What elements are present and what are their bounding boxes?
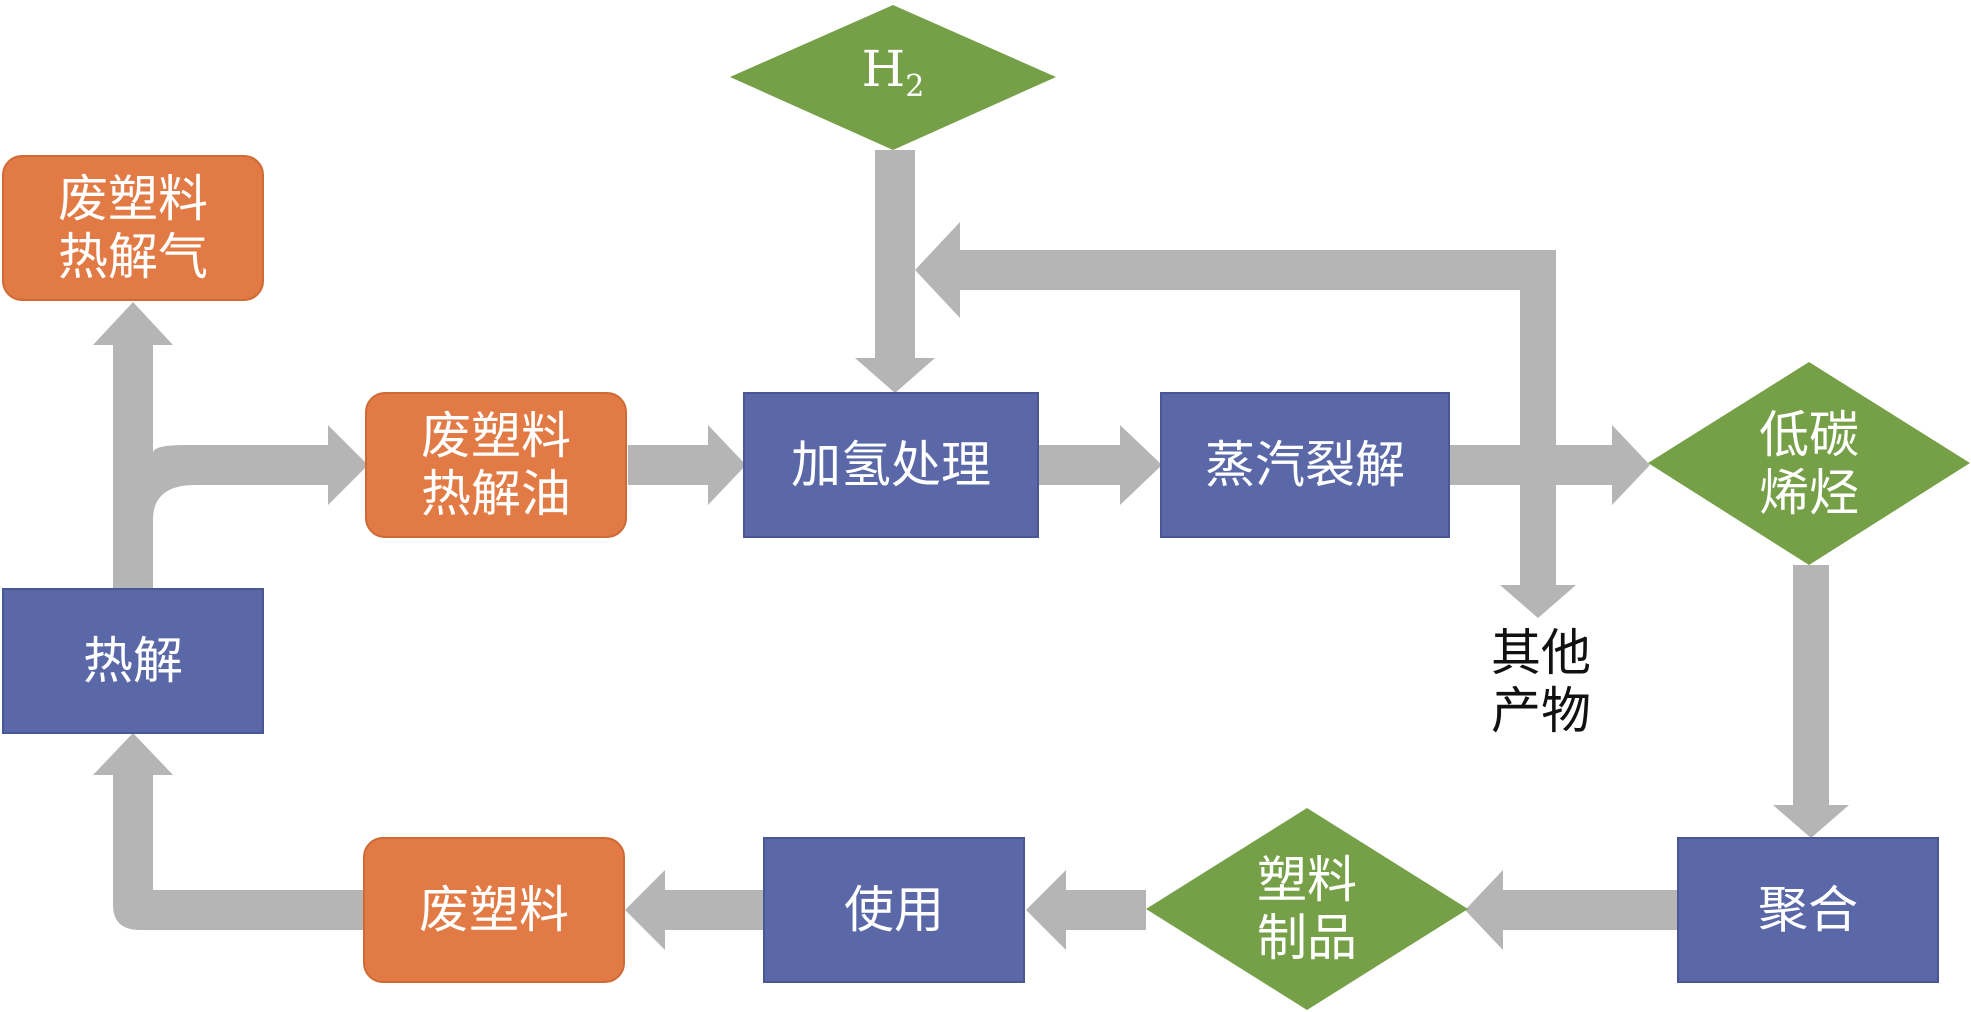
hydrogen-diamond: H2 [730,5,1056,150]
waste-plastic-pyrolysis-oil-box: 废塑料 热解油 [365,392,627,538]
arrow-products-to-use [1026,870,1146,950]
polymerization-box: 聚合 [1677,837,1939,983]
node-label: 废塑料 热解油 [421,407,571,523]
steam-cracking-box: 蒸汽裂解 [1160,392,1450,538]
node-label: 热解 [83,632,183,690]
waste-plastic-box: 废塑料 [363,837,625,983]
arrow-oil-to-hydrotreating [628,425,746,505]
waste-plastic-pyrolysis-gas-box: 废塑料 热解气 [2,155,264,301]
arrow-use-to-waste [625,870,763,950]
diamond-shape [1648,362,1970,565]
diamond-shape [730,5,1056,150]
node-label: 蒸汽裂解 [1205,436,1405,494]
pyrolysis-box: 热解 [2,588,264,734]
node-label: 聚合 [1758,881,1858,939]
node-label: 加氢处理 [791,436,991,494]
diamond-shape [1146,808,1468,1010]
hydrogen-label: H2 [861,39,925,104]
node-label: 塑料 制品 [1257,851,1357,967]
other-products-label: 其他 产物 [1491,624,1591,740]
use-box: 使用 [763,837,1025,983]
arrow-to-other-products [1500,445,1576,618]
node-label: 废塑料 热解气 [58,170,208,286]
arrow-polymerization-to-products [1465,870,1677,950]
hydrotreating-box: 加氢处理 [743,392,1039,538]
low-carbon-olefins-diamond: 低碳 烯烃 [1648,362,1970,565]
arrow-h2-to-hydrotreating [855,150,935,393]
arrow-waste-to-pyrolysis [93,733,363,930]
node-label: 使用 [844,881,944,939]
arrow-hydrotreating-to-cracking [1039,425,1162,505]
arrow-cracking-to-olefins [1450,425,1650,505]
plastic-products-diamond: 塑料 制品 [1146,808,1468,1010]
arrow-pyrolysis-to-gas-and-oil [93,302,368,588]
node-label: 废塑料 [419,881,569,939]
node-label: 低碳 烯烃 [1759,405,1859,522]
arrow-olefins-to-polymerization [1773,565,1849,838]
arrow-recycle-to-hydrotreating [915,222,1556,445]
